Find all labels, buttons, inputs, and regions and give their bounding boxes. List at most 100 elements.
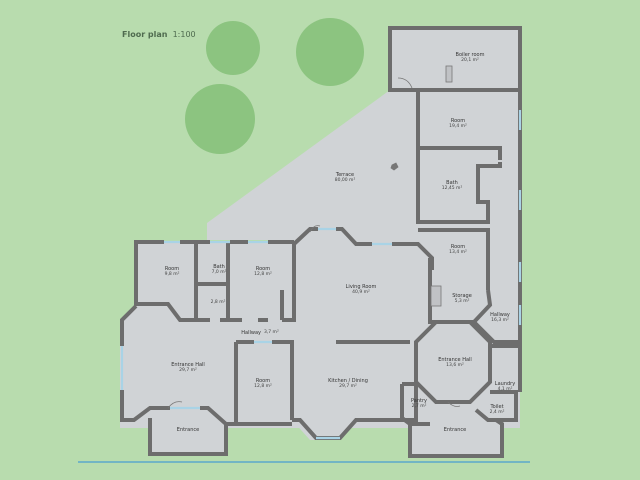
room-area: 4,1 m² [497, 387, 513, 392]
room-area: 12,45 m² [441, 186, 463, 191]
fixtures [167, 65, 461, 409]
wall-west-room [282, 244, 296, 322]
room-area: 40,9 m² [352, 290, 370, 295]
room-name: Room [164, 266, 180, 272]
wall-toilet [474, 390, 518, 422]
room-area: 9,8 m² [164, 272, 180, 277]
wall-bath-7 [194, 242, 210, 322]
wall-room-upper [416, 90, 502, 160]
room-label-entrance-west: Entrance [177, 427, 199, 433]
south-wing-floor [120, 322, 520, 428]
room-area: 12,8 m² [254, 384, 272, 389]
wall-room-south [272, 340, 294, 420]
wall-west-porch [148, 418, 228, 456]
tree [185, 84, 255, 154]
room-area: 13,4 m² [449, 250, 467, 255]
room-area: 12,8 m² [254, 272, 272, 277]
room-name: Boiler room [455, 52, 485, 58]
wall-laundry [490, 344, 522, 392]
wall-hallway-east [472, 320, 520, 344]
room-name: Hallway [241, 330, 261, 336]
chimney [430, 285, 442, 307]
room-area: 16,3 m² [491, 318, 509, 323]
wall-bath [416, 148, 502, 224]
wall-living-north [392, 242, 434, 270]
terrace-post [390, 162, 399, 171]
room-name: Storage [452, 293, 472, 299]
room-area: 2,4 m² [489, 410, 505, 415]
room-name: Laundry [494, 381, 516, 387]
plan-title: Floor plan 1:100 [122, 30, 196, 39]
room-name: Room [450, 244, 466, 250]
room-area: 29,7 m² [179, 368, 197, 373]
room-area: 29,7 m² [339, 384, 357, 389]
room-name: Hallway [490, 312, 510, 318]
room-area: 20,1 m² [461, 58, 479, 63]
wall-west-room [134, 240, 164, 306]
wall-pantry [400, 384, 430, 426]
walls [120, 26, 522, 458]
west-wing-floor [136, 241, 436, 323]
door-swing [309, 225, 321, 233]
terrace-floor [207, 90, 416, 245]
room-name: Entrance Hall [171, 362, 205, 368]
room-name: Room [255, 266, 271, 272]
room-label-entrance-east: Entrance [444, 427, 466, 433]
boiler-unit [445, 65, 453, 83]
wall-west-bay [120, 304, 138, 346]
wall-room-9-8 [136, 302, 196, 322]
wall-living-north [336, 227, 372, 246]
wall-room-lower [418, 228, 490, 290]
plan-title-scale: 1:100 [172, 30, 196, 39]
room-area: 2,7 m² [411, 404, 427, 409]
room-area: 13,6 m² [446, 363, 464, 368]
room-name: Bath [446, 180, 458, 186]
room-area: 80,00 m² [334, 178, 356, 183]
room-name: Terrace [335, 172, 355, 178]
room-name: Living Room [345, 284, 377, 290]
wall-east-wing [388, 26, 522, 345]
room-name: Toilet [490, 404, 504, 410]
door-swing [447, 401, 461, 407]
stair-arc [397, 77, 413, 89]
windows [120, 110, 522, 440]
west-bay-floor [120, 305, 180, 428]
room-name: Room [450, 118, 466, 124]
room-name: Bath [213, 264, 225, 270]
plan-title-main: Floor plan [122, 30, 168, 39]
floor-area [120, 28, 520, 456]
room-name: Entrance [443, 427, 467, 433]
tree [296, 18, 364, 86]
room-area: 3,7 m² [263, 330, 279, 335]
west-porch-floor [150, 412, 226, 455]
room-name: Room [255, 378, 271, 384]
wall-west-bay [120, 390, 170, 422]
room-label-closet: 2,8 m² [211, 300, 226, 306]
room-area: 5,3 m² [454, 299, 470, 304]
room-area: 7,0 m² [211, 270, 227, 275]
room-name: Kitchen / Dining [328, 378, 368, 384]
room-name: Pantry [411, 398, 427, 404]
room-name: Entrance [176, 427, 200, 433]
wall-entrance-hall-octagon [414, 320, 492, 404]
